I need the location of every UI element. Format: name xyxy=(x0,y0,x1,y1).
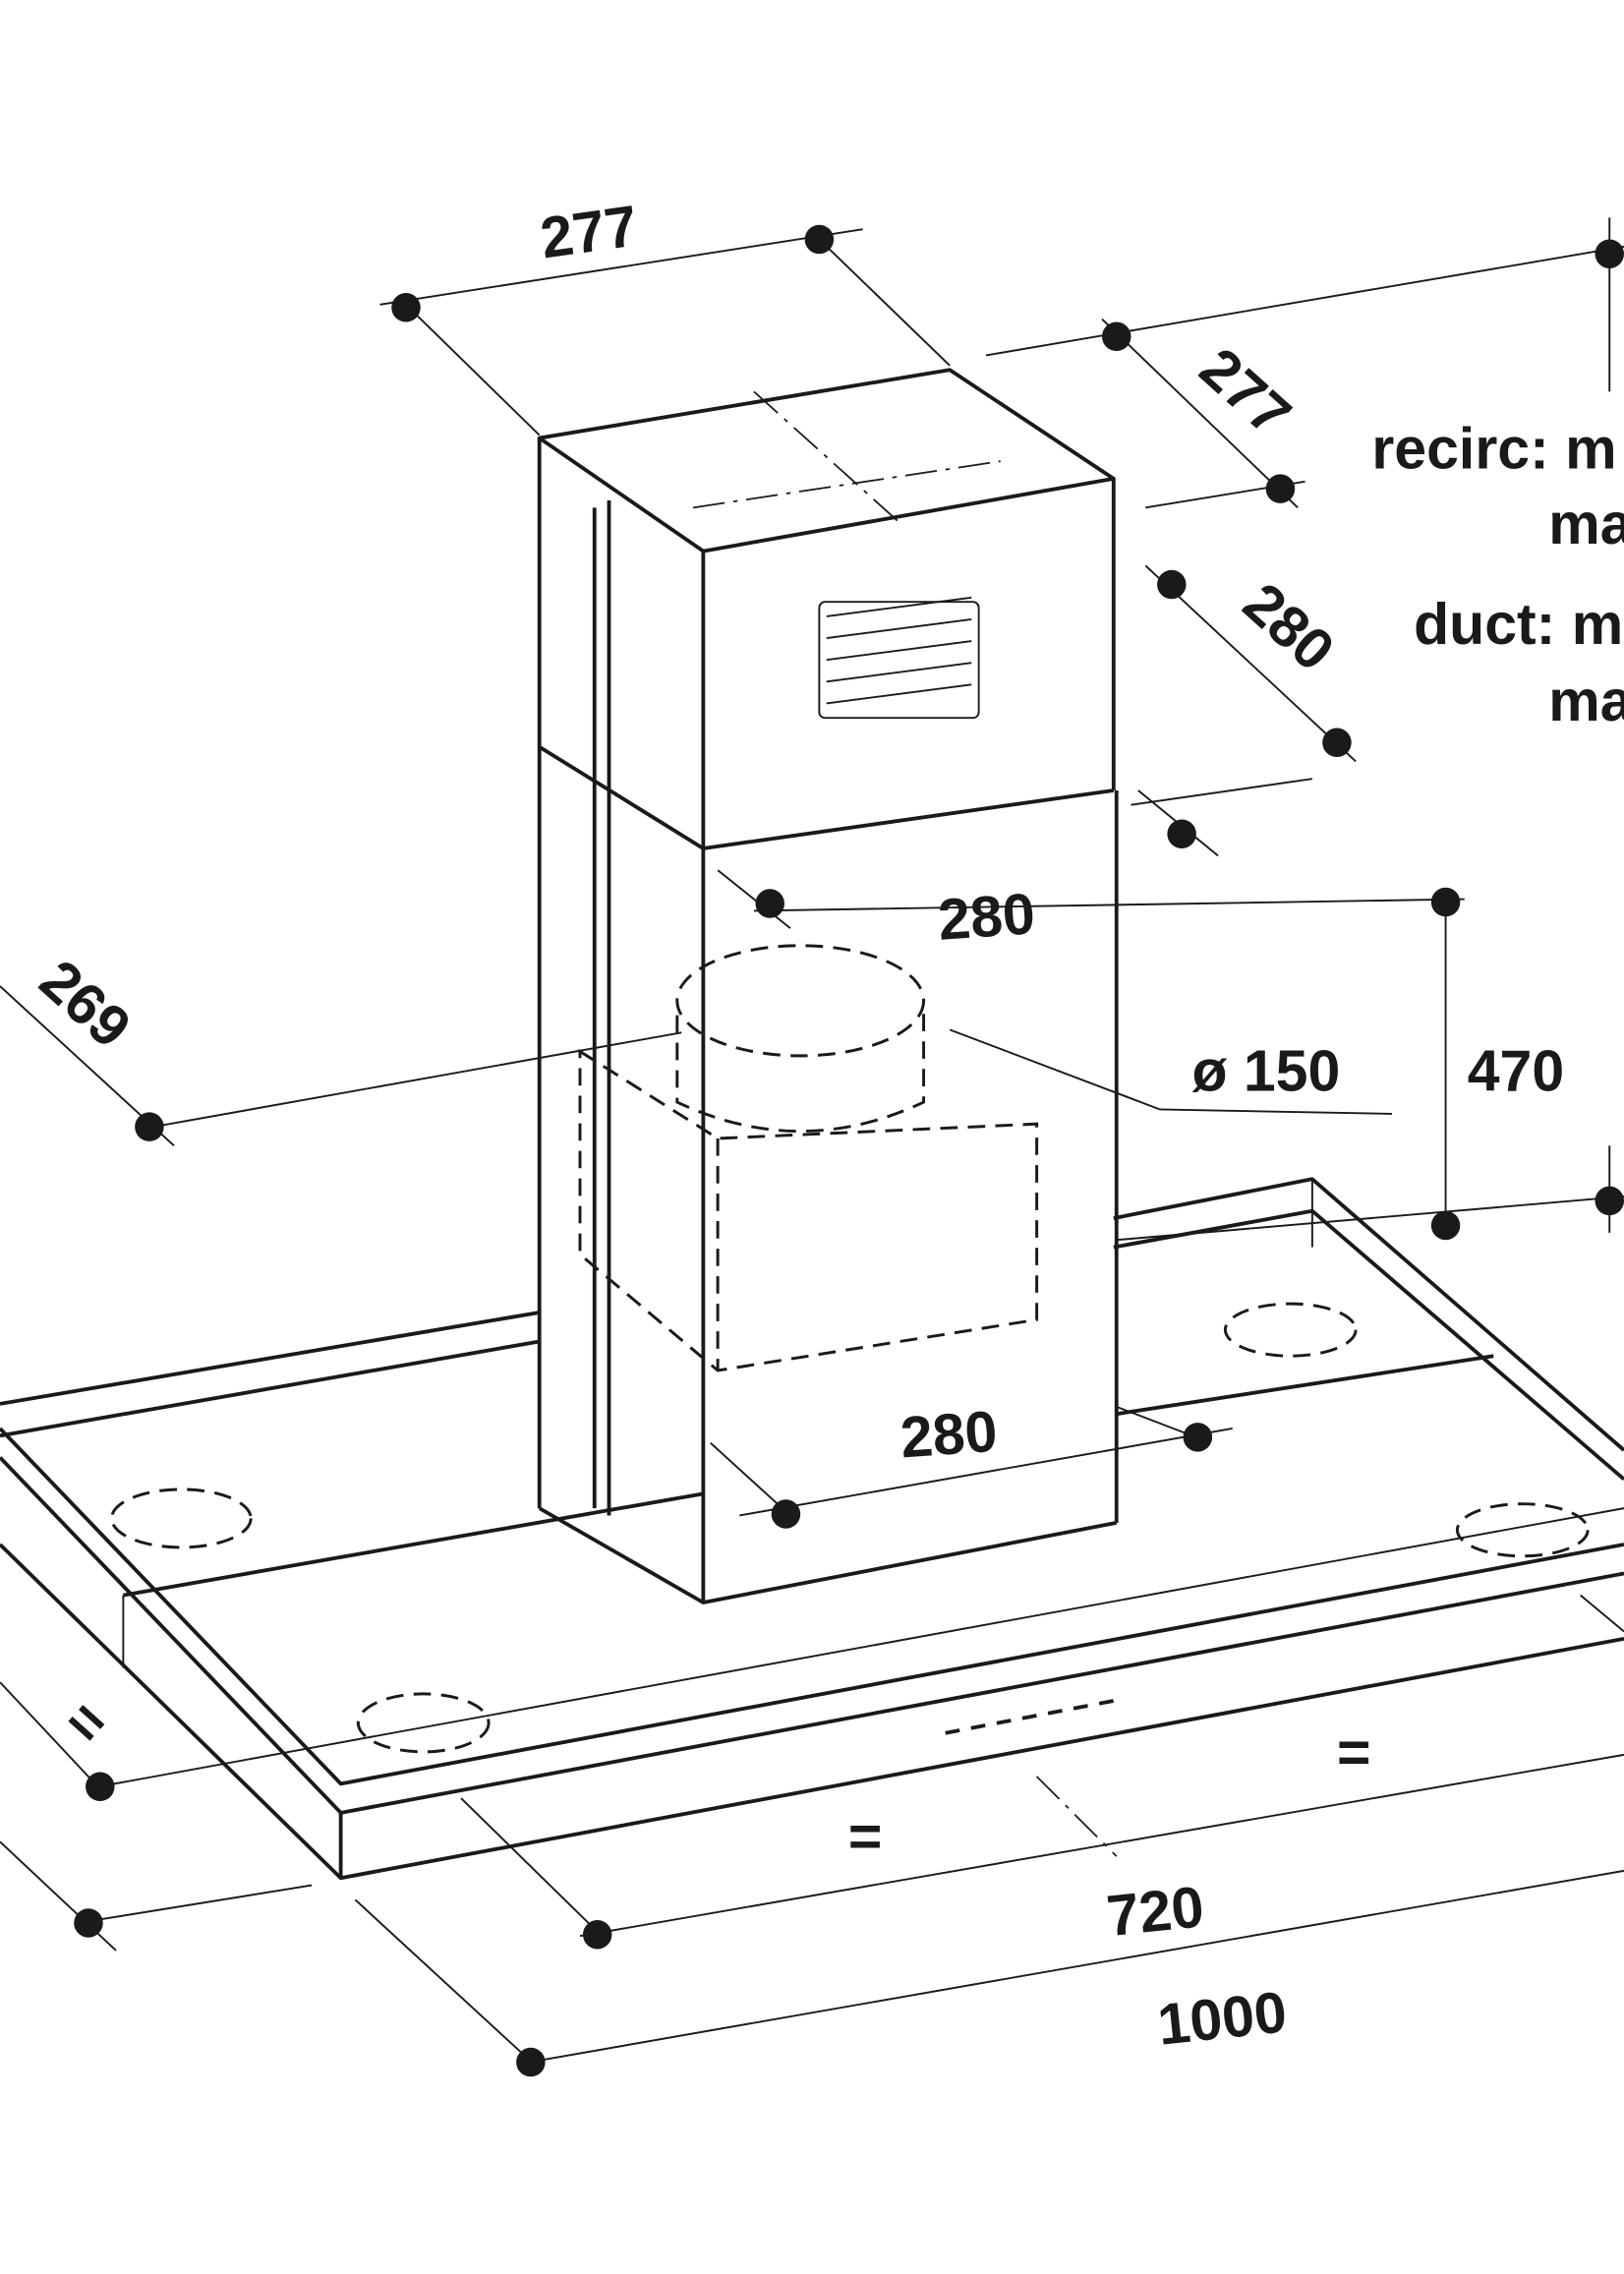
note-duct-line2: ma xyxy=(1548,669,1624,733)
dim-1000: 1000 xyxy=(1154,1979,1289,2057)
dim-277-top: 277 xyxy=(537,193,642,270)
dim-diameter-150: ø 150 xyxy=(1191,1038,1340,1103)
dimension-labels: 277 277 280 280 280 269 ø 150 470 720 10… xyxy=(28,193,1624,2057)
chimney xyxy=(537,368,1119,1604)
dimension-points xyxy=(74,224,1624,2077)
hood-canopy xyxy=(0,1177,1624,1881)
dim-280-side: 280 xyxy=(1231,570,1346,683)
vent-grille-icon xyxy=(818,596,980,720)
note-recirc: recirc: m xyxy=(1371,417,1616,482)
equal-right: = xyxy=(1337,1720,1370,1785)
note-recirc-line2: ma xyxy=(1548,492,1624,556)
note-duct: duct: m xyxy=(1414,592,1623,657)
dim-269: 269 xyxy=(28,948,143,1061)
dim-277-side: 277 xyxy=(1188,335,1303,448)
dim-720: 720 xyxy=(1104,1874,1207,1949)
dim-280-bottom: 280 xyxy=(899,1399,1000,1471)
dim-470: 470 xyxy=(1468,1038,1564,1103)
equal-left: = xyxy=(52,1687,121,1758)
dim-280-mid: 280 xyxy=(936,881,1037,953)
equal-mid: = xyxy=(848,1804,882,1869)
